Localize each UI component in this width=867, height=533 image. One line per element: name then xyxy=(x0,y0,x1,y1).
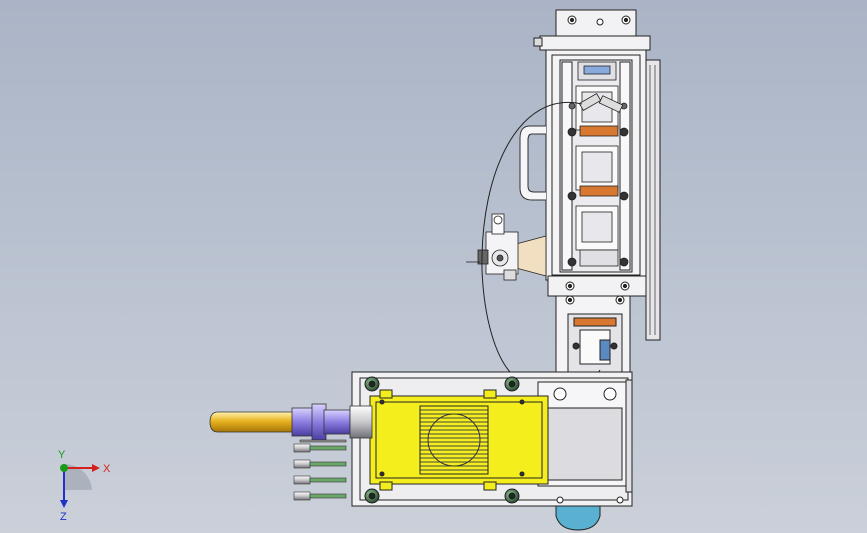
x-axis-arrow xyxy=(92,464,100,472)
y-axis-dot xyxy=(60,464,68,472)
side-actuator[interactable] xyxy=(466,213,547,281)
orientation-triad[interactable]: X Y Z xyxy=(0,440,130,533)
z-axis-label: Z xyxy=(60,511,67,523)
hose-assembly[interactable] xyxy=(209,403,373,441)
cable-loop xyxy=(481,101,583,373)
cable-connectors[interactable] xyxy=(293,439,347,501)
z-axis-arrow xyxy=(60,500,68,508)
motor-cover[interactable] xyxy=(369,389,549,491)
x-axis-label: X xyxy=(103,463,111,475)
y-axis-label: Y xyxy=(58,449,66,461)
middle-plate[interactable] xyxy=(547,275,647,377)
gripper-stages[interactable] xyxy=(567,61,629,267)
frame-handle[interactable] xyxy=(519,125,546,201)
